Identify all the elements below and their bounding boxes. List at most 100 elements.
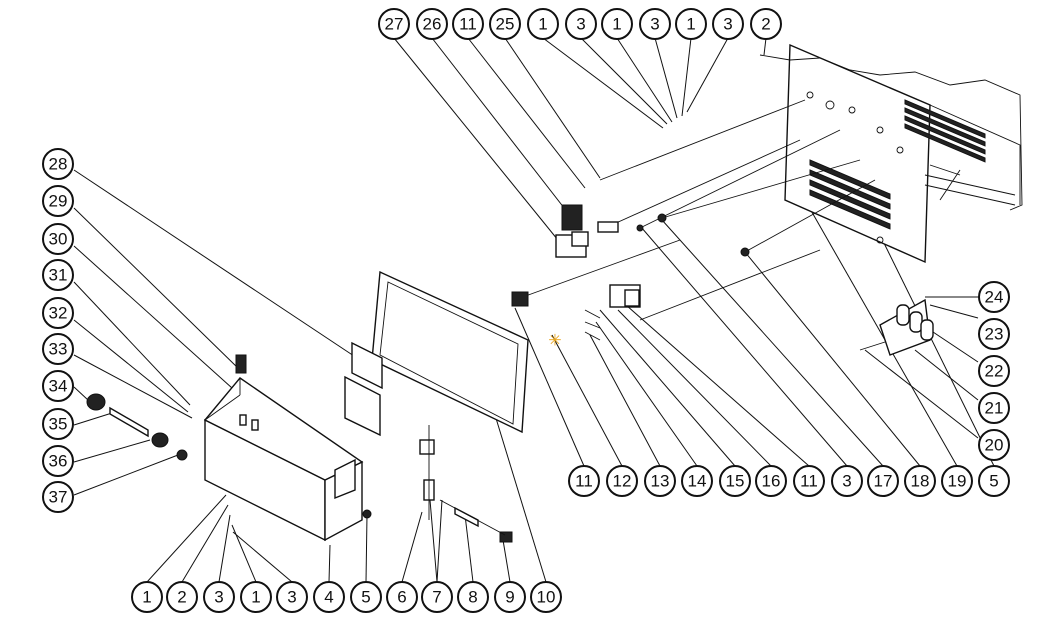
callout-bubble: 27 — [378, 8, 410, 40]
callout-bubble: 11 — [568, 465, 600, 497]
highlight-marker-icon: ✳ — [548, 331, 561, 350]
callout-bubble: 32 — [42, 297, 74, 329]
callout-bubble: 11 — [793, 465, 825, 497]
callout-label: 12 — [613, 472, 632, 491]
callout-label: 37 — [49, 488, 68, 507]
callout-label: 10 — [537, 588, 556, 607]
panel-grille — [809, 159, 891, 230]
callout-label: 13 — [651, 472, 670, 491]
callout-label: 3 — [214, 588, 223, 607]
callout-bubble: 6 — [386, 581, 418, 613]
callout-bubble: 10 — [530, 581, 562, 613]
leader-lines — [73, 37, 995, 583]
callout-label: 26 — [423, 15, 442, 34]
callout-bubble: 1 — [675, 8, 707, 40]
callout-label: 33 — [49, 340, 68, 359]
rods — [519, 99, 876, 321]
callouts-right: 24 23 22 21 20 — [978, 281, 1010, 461]
callout-bubble: 12 — [606, 465, 638, 497]
callout-bubble: 30 — [42, 223, 74, 255]
callout-label: 29 — [49, 192, 68, 211]
callout-label: 8 — [468, 588, 477, 607]
callout-label: 5 — [361, 588, 370, 607]
callout-label: 31 — [49, 266, 68, 285]
callout-bubble: 23 — [978, 318, 1010, 350]
callout-bubble: 2 — [166, 581, 198, 613]
callout-bubble: 1 — [601, 8, 633, 40]
callout-bubble: 21 — [978, 392, 1010, 424]
callout-bubble: 1 — [527, 8, 559, 40]
door-frame — [371, 270, 529, 434]
contactor — [555, 204, 750, 258]
callout-bubble: 2 — [750, 8, 782, 40]
callout-bubble: 4 — [313, 581, 345, 613]
callout-bubble: 31 — [42, 259, 74, 291]
callouts-top: 27 26 11 25 1 3 1 3 1 3 2 — [378, 8, 782, 40]
callout-label: 34 — [49, 377, 68, 396]
callout-label: 2 — [177, 588, 186, 607]
callout-label: 3 — [287, 588, 296, 607]
callout-label: 20 — [985, 436, 1004, 455]
callout-label: 1 — [686, 15, 695, 34]
callout-label: 23 — [985, 325, 1004, 344]
callout-bubble: 15 — [719, 465, 751, 497]
capacitor-bracket — [859, 298, 934, 356]
callout-label: 1 — [612, 15, 621, 34]
callout-label: 1 — [251, 588, 260, 607]
callout-bubble: 34 — [42, 370, 74, 402]
knob-and-shaft — [86, 393, 188, 461]
callout-bubble: 3 — [276, 581, 308, 613]
callout-label: 3 — [723, 15, 732, 34]
callout-label: 11 — [800, 472, 818, 491]
callout-label: 28 — [49, 155, 68, 174]
callout-bubble: 17 — [867, 465, 899, 497]
callout-bubble: 5 — [350, 581, 382, 613]
callouts-mid-row: 11 12 13 14 15 16 11 3 17 18 19 5 — [568, 465, 1010, 497]
callout-bubble: 3 — [565, 8, 597, 40]
callout-label: 6 — [397, 588, 406, 607]
callout-label: 36 — [49, 452, 68, 471]
callout-bubble: 24 — [978, 281, 1010, 313]
callout-label: 11 — [575, 472, 593, 491]
callout-label: 19 — [948, 472, 967, 491]
relay-block — [511, 284, 641, 341]
callout-bubble: 20 — [978, 429, 1010, 461]
callout-bubble: 33 — [42, 333, 74, 365]
callout-label: 24 — [985, 288, 1004, 307]
callout-bubble: 3 — [203, 581, 235, 613]
callout-bubble: 36 — [42, 445, 74, 477]
callout-bubble: 28 — [42, 148, 74, 180]
callout-bubble: 7 — [421, 581, 453, 613]
callout-label: 17 — [874, 472, 893, 491]
callout-label: 1 — [538, 15, 547, 34]
callout-bubble: 35 — [42, 408, 74, 440]
callout-bubble: 18 — [904, 465, 936, 497]
callout-label: 7 — [432, 588, 441, 607]
cover-plates — [344, 341, 383, 437]
callout-label: 18 — [911, 472, 930, 491]
callout-bubble: 13 — [644, 465, 676, 497]
callout-label: 5 — [989, 472, 998, 491]
callout-label: 1 — [142, 588, 151, 607]
callout-label: 30 — [49, 230, 68, 249]
callouts-left: 28 29 30 31 32 33 34 35 36 37 — [42, 148, 74, 513]
callout-bubble: 9 — [494, 581, 526, 613]
callout-bubble: 3 — [712, 8, 744, 40]
callout-label: 3 — [576, 15, 585, 34]
callout-label: 4 — [324, 588, 333, 607]
callout-label: 22 — [985, 362, 1004, 381]
callout-label: 11 — [459, 15, 477, 34]
callout-bubble: 8 — [457, 581, 489, 613]
callout-bubble: 5 — [978, 465, 1010, 497]
callout-bubble: 1 — [131, 581, 163, 613]
callouts-bottom-row: 1 2 3 1 3 4 5 6 7 8 9 10 — [131, 581, 562, 613]
callout-bubble: 16 — [755, 465, 787, 497]
vent-slots — [904, 99, 986, 163]
callout-label: 9 — [505, 588, 514, 607]
callout-bubble: 26 — [416, 8, 448, 40]
callout-label: 32 — [49, 304, 68, 323]
callout-bubble: 1 — [240, 581, 272, 613]
callout-bubble: 3 — [831, 465, 863, 497]
callout-bubble: 37 — [42, 481, 74, 513]
